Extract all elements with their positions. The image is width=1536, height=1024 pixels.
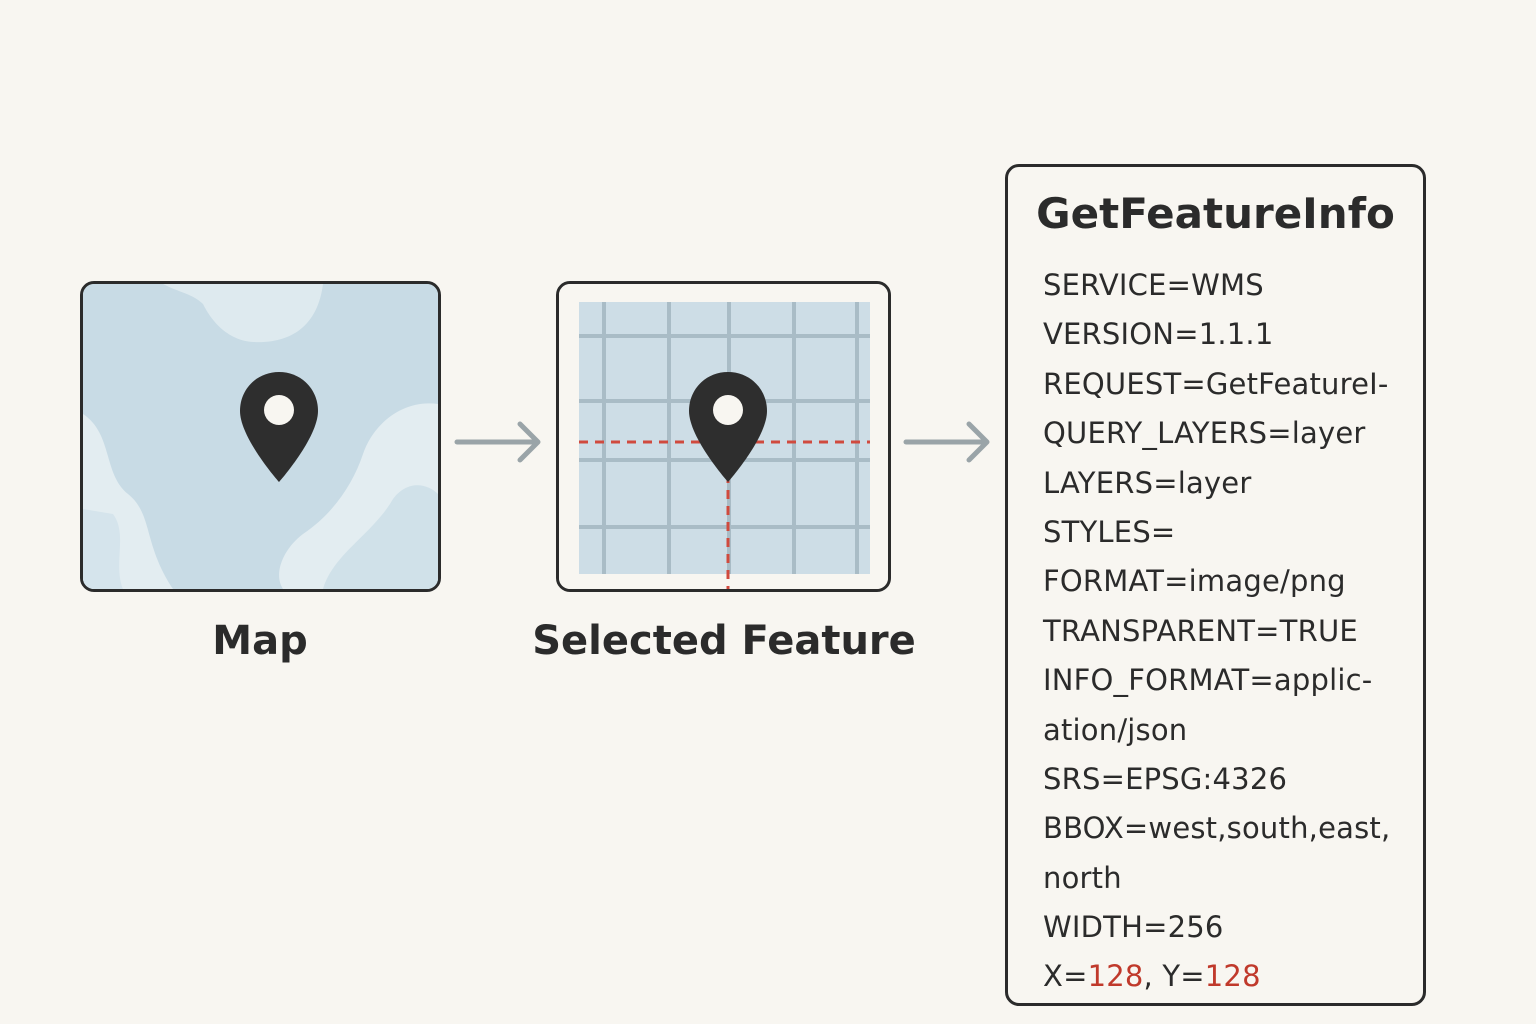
request-parameter: VERSION=1.1.1 (1043, 317, 1274, 352)
request-parameter: north (1043, 860, 1122, 895)
x-value: 128 (1087, 959, 1144, 994)
request-parameter: TRANSPARENT=TRUE (1043, 613, 1358, 648)
request-parameter: REQUEST=GetFeatureI- (1043, 366, 1389, 401)
map-caption: Map (212, 618, 308, 664)
selected-feature-panel (556, 281, 891, 592)
getfeatureinfo-panel: GetFeatureInfo SERVICE=WMS VERSION=1.1.1… (1005, 164, 1426, 1006)
request-parameter: FORMAT=image/png (1043, 564, 1346, 599)
request-parameter: INFO_FORMAT=applic- (1043, 663, 1373, 698)
request-parameter-list: SERVICE=WMS VERSION=1.1.1 REQUEST=GetFea… (1043, 261, 1390, 1002)
request-parameter: ation/json (1043, 712, 1188, 747)
request-parameter: BBOX=west,south,east, (1043, 811, 1391, 846)
map-panel (80, 281, 441, 592)
getfeatureinfo-title: GetFeatureInfo (1036, 189, 1395, 238)
y-label: , Y= (1143, 959, 1205, 994)
y-value: 128 (1204, 959, 1261, 994)
request-parameter-xy: X=128, Y=128 (1043, 952, 1390, 1001)
request-parameter: SERVICE=WMS (1043, 268, 1264, 302)
x-label: X= (1043, 959, 1088, 994)
map-illustration (83, 284, 438, 589)
request-parameter: WIDTH=256 (1043, 910, 1224, 945)
request-parameter: SRS=EPSG:4326 (1043, 761, 1288, 796)
selected-feature-caption: Selected Feature (532, 618, 916, 664)
request-parameter: STYLES= (1043, 514, 1176, 549)
arrow-right-icon (454, 421, 541, 463)
request-parameter: LAYERS=layer (1043, 465, 1252, 500)
map-pin-icon (689, 372, 767, 482)
map-pin-icon (240, 372, 318, 482)
request-parameter: QUERY_LAYERS=layer (1043, 416, 1366, 451)
selected-feature-illustration (559, 284, 888, 589)
arrow-right-icon (903, 421, 990, 463)
grid-lines (579, 302, 870, 574)
